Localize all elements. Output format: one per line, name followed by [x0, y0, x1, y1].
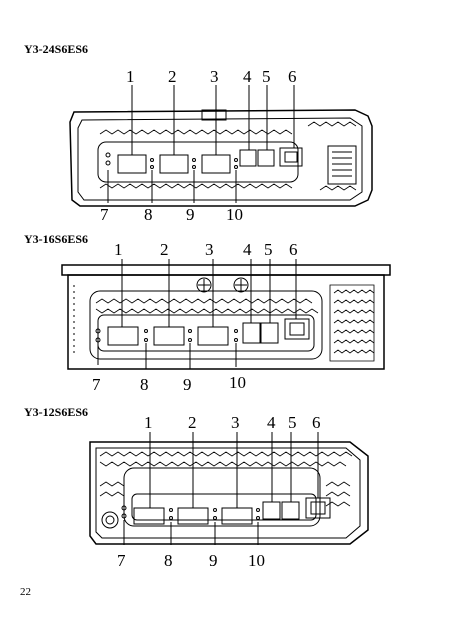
callout-1: 1	[144, 413, 153, 432]
chassis-outline	[89, 441, 369, 545]
honeycomb-pattern	[99, 121, 357, 191]
callout-6: 6	[289, 240, 298, 259]
top-rail	[61, 264, 391, 276]
screw	[101, 511, 119, 529]
callout-4: 4	[243, 67, 252, 86]
sfp-port-2	[177, 507, 209, 525]
callout-7: 7	[92, 375, 101, 394]
callout-2: 2	[160, 240, 169, 259]
callout-2: 2	[188, 413, 197, 432]
callout-3: 3	[231, 413, 240, 432]
page-number: 22	[20, 586, 31, 598]
rj45-port-5	[257, 149, 275, 167]
inner-bay	[89, 290, 323, 360]
callout-6: 6	[288, 67, 297, 86]
diagram-y3-12s6es6: 1 2 3 4 5 6 7 8 9 10	[89, 413, 369, 570]
rj45-port-5	[260, 322, 279, 344]
callout-8: 8	[144, 205, 153, 224]
sfp-port-1	[107, 326, 139, 346]
screw-right	[233, 277, 249, 293]
callout-3: 3	[205, 240, 214, 259]
handle	[201, 109, 227, 121]
callout-9: 9	[186, 205, 195, 224]
callout-10: 10	[226, 205, 243, 224]
callout-7: 7	[100, 205, 109, 224]
sfp-port-2	[159, 154, 189, 174]
callout-1: 1	[114, 240, 123, 259]
console-port-6	[305, 497, 331, 519]
chassis-outline	[67, 274, 385, 370]
callout-4: 4	[243, 240, 252, 259]
callout-3: 3	[210, 67, 219, 86]
sfp-port-1	[117, 154, 147, 174]
callout-10: 10	[248, 551, 265, 570]
diagram-y3-16s6es6: 1 2 3 4 5 6 7 8 9 10	[61, 240, 391, 394]
callout-8: 8	[140, 375, 149, 394]
vent-grid	[327, 145, 357, 185]
vent-grid	[329, 284, 375, 362]
callout-9: 9	[209, 551, 218, 570]
callout-6: 6	[312, 413, 321, 432]
sfp-port-2	[153, 326, 185, 346]
callout-4: 4	[267, 413, 276, 432]
callout-5: 5	[288, 413, 297, 432]
model-title-1: Y3-24S6ES6	[24, 42, 89, 56]
model-title-3: Y3-12S6ES6	[24, 405, 89, 419]
rj45-port-5	[281, 501, 300, 520]
rj45-port-4	[242, 322, 261, 344]
rj45-port-4	[262, 501, 281, 520]
sfp-port-3	[221, 507, 253, 525]
inner-bay	[97, 141, 299, 183]
honeycomb-pattern	[99, 451, 353, 507]
callout-2: 2	[168, 67, 177, 86]
diagram-y3-24s6es6: 1 2 3 4 5 6 7 8 9 10	[69, 67, 373, 224]
console-port-6	[279, 147, 303, 167]
chassis-outline	[69, 109, 373, 207]
callout-10: 10	[229, 373, 246, 392]
callout-8: 8	[164, 551, 173, 570]
callout-1: 1	[126, 67, 135, 86]
callout-5: 5	[264, 240, 273, 259]
honeycomb-pattern	[95, 298, 319, 314]
callout-5: 5	[262, 67, 271, 86]
inner-bay	[123, 467, 321, 527]
console-port-6	[284, 318, 310, 340]
callout-7: 7	[117, 551, 126, 570]
rj45-port-4	[239, 149, 257, 167]
sfp-port-3	[201, 154, 231, 174]
sfp-port-1	[133, 507, 165, 525]
model-title-2: Y3-16S6ES6	[24, 232, 89, 246]
sfp-port-3	[197, 326, 229, 346]
screw-left	[196, 277, 212, 293]
callout-9: 9	[183, 375, 192, 394]
